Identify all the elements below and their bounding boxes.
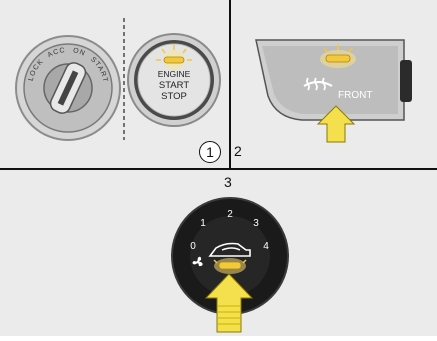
start-button-label-start: START (159, 80, 189, 91)
start-button-label-stop: STOP (161, 91, 187, 102)
dial-position-2: 2 (227, 209, 233, 220)
dial-position-4: 4 (263, 241, 269, 252)
panel-ignition: LOCK ACC ON START (0, 0, 228, 168)
panel-number-3: 3 (224, 174, 232, 190)
panel-edge-knob (400, 60, 412, 102)
dial-indicator-glow (214, 258, 246, 274)
panel-fan-dial: 3 1 2 3 0 4 (0, 170, 437, 336)
panel-number-1: 1 (199, 141, 221, 163)
start-button-label-engine: ENGINE (158, 69, 191, 79)
defrost-label-front: FRONT (338, 90, 372, 101)
engine-start-stop-button: ENGINE START STOP (128, 34, 220, 126)
panel-front-defrost: FRONT 2 (232, 0, 437, 168)
dial-position-0: 0 (190, 241, 196, 252)
defrost-illustration: FRONT (232, 0, 437, 168)
vertical-divider (229, 0, 231, 170)
dial-position-1: 1 (200, 218, 206, 229)
fan-dial-illustration: 1 2 3 0 4 (0, 170, 437, 336)
dial-position-3: 3 (253, 218, 259, 229)
ignition-illustration: LOCK ACC ON START (0, 0, 228, 168)
panel-number-2: 2 (234, 143, 242, 159)
ignition-key-switch: LOCK ACC ON START (16, 36, 120, 140)
